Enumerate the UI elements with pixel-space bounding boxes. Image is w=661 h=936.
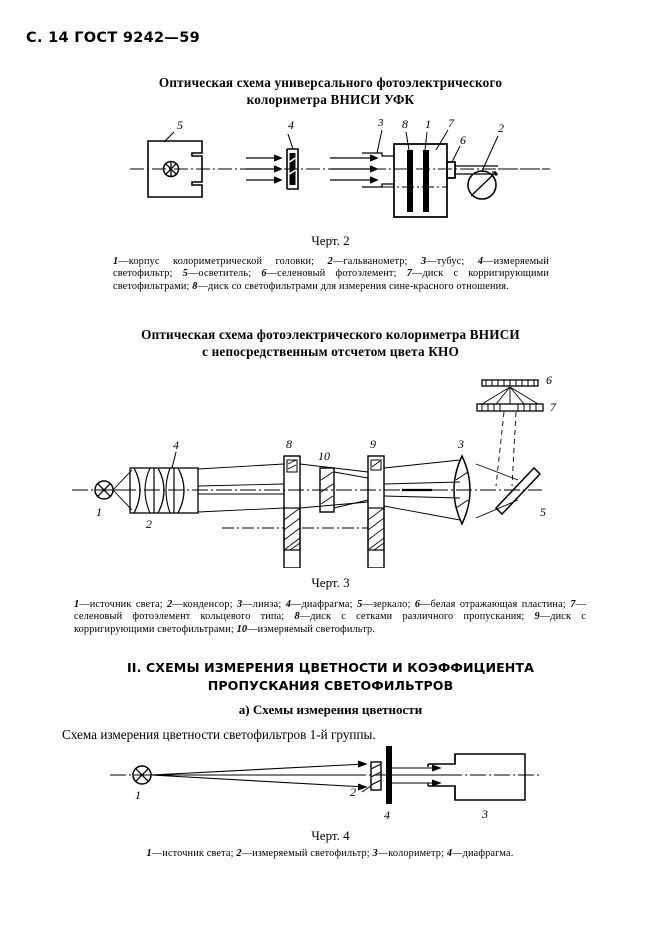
figure2-number: Черт. 2 [311,233,350,248]
figure4-drawing: 1 2 4 [110,746,540,822]
figure4-label-3: 3 [481,807,488,821]
figure3-number: Черт. 3 [311,575,350,590]
figure3-drawing: 6 7 1 2 [72,373,557,568]
figure4-label-2: 2 [350,785,356,799]
section2-heading-line2: ПРОПУСКАНИЯ СВЕТОФИЛЬТРОВ [207,678,454,693]
figure2-caption-text: 1—корпус колориметрической головки; 2—га… [113,256,549,292]
page-header: С. 14 ГОСТ 9242—59 [26,30,201,46]
figure2-label-8: 8 [402,117,408,131]
figure2-drawing: 5 4 [130,116,550,218]
figure3-caption: 1—источник света; 2—конденсор; 3—линза; … [74,599,586,636]
figure3-label-6: 6 [546,373,552,387]
figure3-label-10: 10 [318,449,330,463]
section2-body-text: Схема измерения цветности светофильтров … [62,727,376,742]
figure4-caption: 1—источник света; 2—измеряемый светофиль… [74,848,586,860]
figure3-label-8: 8 [286,437,292,451]
figure2-label-3: 3 [377,117,384,129]
figure2-title-line2: колориметра ВНИСИ УФК [246,92,415,107]
figure4-caption-text: 1—источник света; 2—измеряемый светофиль… [146,848,514,859]
figure2-label-4: 4 [288,118,294,132]
figure4-label-4: 4 [384,808,390,822]
section2-heading-line1: II. СХЕМЫ ИЗМЕРЕНИЯ ЦВЕТНОСТИ И КОЭФФИЦИ… [127,660,534,675]
figure3-label-1: 1 [96,505,102,519]
figure2-title-line1: Оптическая схема универсального фотоэлек… [158,75,503,90]
figure3-label-5: 5 [540,505,546,519]
figure2-label-6: 6 [460,133,466,147]
figure3-label-2: 2 [146,517,152,531]
figure3-label-7: 7 [550,400,557,414]
figure2-label-7: 7 [448,116,455,130]
figure2-label-1: 1 [425,117,431,131]
figure3-label-4: 4 [173,438,179,452]
figure3-title-line1: Оптическая схема фотоэлектрического коло… [141,327,520,342]
figure3-label-3: 3 [457,437,464,451]
figure4-number: Черт. 4 [311,828,350,843]
figure2-caption: 1—корпус колориметрической головки; 2—га… [113,256,549,293]
figure4-label-1: 1 [135,788,141,802]
figure3-label-9: 9 [370,437,376,451]
figure2-label-5: 5 [177,118,183,132]
figure2-label-2: 2 [498,121,504,135]
section2-subheading: а) Схемы измерения цветности [238,702,423,717]
figure3-title-line2: с непосредственным отсчетом цвета КНО [202,344,459,359]
figure3-caption-text: 1—источник света; 2—конденсор; 3—линза; … [74,599,586,635]
